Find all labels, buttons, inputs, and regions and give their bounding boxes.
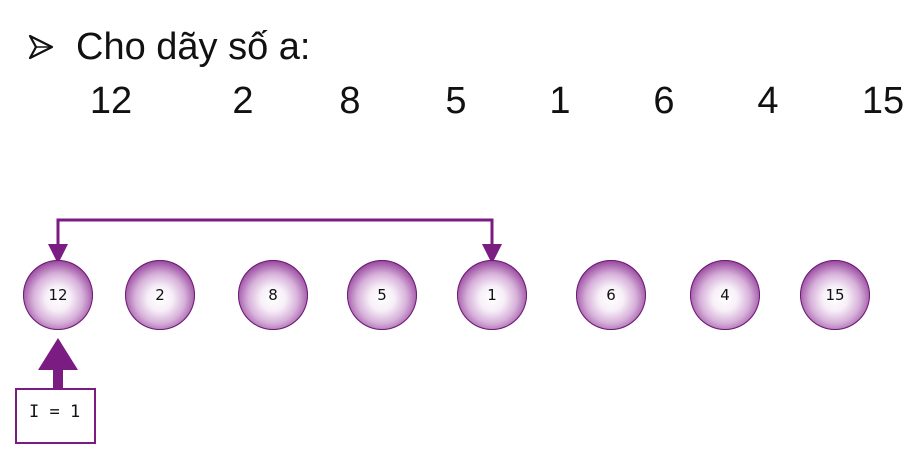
node-value: 2 bbox=[155, 286, 165, 304]
sequence-value: 5 bbox=[445, 80, 467, 122]
sequence-value: 6 bbox=[653, 80, 675, 122]
sequence-value: 15 bbox=[861, 80, 905, 122]
index-marker-box: I = 1 bbox=[15, 388, 96, 444]
array-node: 12 bbox=[23, 260, 93, 330]
sequence-value: 2 bbox=[232, 80, 254, 122]
node-value: 1 bbox=[487, 286, 497, 304]
array-node: 8 bbox=[238, 260, 308, 330]
array-node: 15 bbox=[800, 260, 870, 330]
node-value: 12 bbox=[48, 286, 68, 304]
node-value: 4 bbox=[720, 286, 730, 304]
heading: Cho dãy số a: bbox=[28, 22, 310, 72]
swap-connector-line bbox=[56, 218, 494, 246]
array-node: 6 bbox=[576, 260, 646, 330]
node-value: 6 bbox=[606, 286, 616, 304]
node-value: 5 bbox=[377, 286, 387, 304]
node-value: 8 bbox=[268, 286, 278, 304]
index-pointer-arrowhead-icon bbox=[38, 338, 78, 370]
index-marker-label: I = 1 bbox=[29, 402, 81, 422]
sequence-value: 8 bbox=[339, 80, 361, 122]
array-node: 1 bbox=[457, 260, 527, 330]
sequence-value: 4 bbox=[757, 80, 779, 122]
sequence-value: 12 bbox=[89, 80, 133, 122]
index-pointer-shaft bbox=[53, 368, 63, 390]
node-value: 15 bbox=[825, 286, 845, 304]
arrowhead-bullet-icon bbox=[28, 34, 54, 60]
array-node: 2 bbox=[125, 260, 195, 330]
array-node: 4 bbox=[690, 260, 760, 330]
array-node: 5 bbox=[347, 260, 417, 330]
heading-text: Cho dãy số a: bbox=[76, 26, 311, 68]
sequence-value: 1 bbox=[549, 80, 571, 122]
